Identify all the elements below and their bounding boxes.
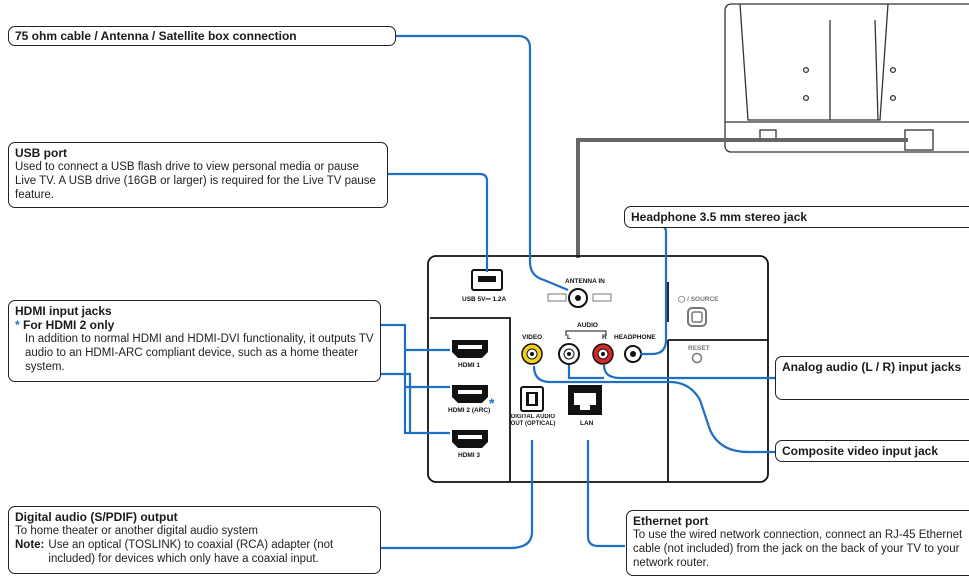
hdmi2-star: * xyxy=(489,395,495,411)
callout-headphone: Headphone 3.5 mm stereo jack xyxy=(624,206,969,228)
callout-hdmi-subtitle: For HDMI 2 only xyxy=(23,318,115,332)
headphone-label: HEADPHONE xyxy=(614,334,656,341)
source-button xyxy=(687,307,707,327)
reset-button xyxy=(691,352,703,364)
callout-headphone-title: Headphone 3.5 mm stereo jack xyxy=(631,210,808,224)
hdmi3-label: HDMI 3 xyxy=(458,452,480,459)
jack-panel xyxy=(427,255,769,483)
callout-usb: USB port Used to connect a USB flash dri… xyxy=(8,142,388,208)
callout-analog-title: Analog audio (L / R) input jacks xyxy=(782,360,962,374)
callout-digital-note: Use an optical (TOSLINK) to coaxial (RCA… xyxy=(48,539,334,565)
callout-digital-note-label: Note: xyxy=(15,539,45,551)
lan-label: LAN xyxy=(580,420,594,427)
callout-digital-title: Digital audio (S/PDIF) output xyxy=(15,510,178,524)
callout-composite-title: Composite video input jack xyxy=(782,444,939,458)
callout-usb-body: Used to connect a USB flash drive to vie… xyxy=(15,161,376,201)
callout-usb-title: USB port xyxy=(15,146,67,160)
callout-antenna-title: 75 ohm cable / Antenna / Satellite box c… xyxy=(15,29,297,43)
antenna-label: ANTENNA IN xyxy=(565,278,605,285)
callout-wires xyxy=(380,34,775,550)
callout-ethernet: Ethernet port To use the wired network c… xyxy=(626,510,969,576)
headphone-jack xyxy=(624,345,642,363)
callout-antenna: 75 ohm cable / Antenna / Satellite box c… xyxy=(8,26,396,46)
audio-l-label: L xyxy=(567,334,571,341)
tv-back-illustration xyxy=(724,3,969,153)
callout-digital: Digital audio (S/PDIF) output To home th… xyxy=(8,506,381,574)
callout-analog: Analog audio (L / R) input jacks xyxy=(775,356,969,400)
video-jack xyxy=(521,343,543,365)
hdmi1-label: HDMI 1 xyxy=(458,362,480,369)
source-label: ◯ / SOURCE xyxy=(678,295,719,303)
optical-label: DIGITAL AUDIO OUT (OPTICAL) xyxy=(510,414,556,427)
callout-ethernet-title: Ethernet port xyxy=(633,514,709,528)
hdmi2-label: HDMI 2 (ARC) xyxy=(448,407,490,414)
callout-hdmi-title: HDMI input jacks xyxy=(15,304,112,318)
star-icon: * xyxy=(15,318,20,332)
callout-composite: Composite video input jack xyxy=(775,440,969,462)
tv-cable xyxy=(576,138,908,258)
audio-r-label: R xyxy=(602,334,607,341)
usb-label: USB 5V⎓ 1.2A xyxy=(462,296,507,303)
callout-ethernet-body: To use the wired network connection, con… xyxy=(633,529,963,569)
audio-r-jack xyxy=(592,343,614,365)
audio-l-jack xyxy=(558,343,580,365)
reset-label: RESET xyxy=(688,345,710,352)
callout-hdmi-body: In addition to normal HDMI and HDMI-DVI … xyxy=(25,333,374,373)
video-label: VIDEO xyxy=(522,334,542,341)
callout-digital-body: To home theater or another digital audio… xyxy=(15,525,258,537)
callout-hdmi: HDMI input jacks * For HDMI 2 only In ad… xyxy=(8,300,381,382)
audio-label: AUDIO xyxy=(577,322,598,329)
